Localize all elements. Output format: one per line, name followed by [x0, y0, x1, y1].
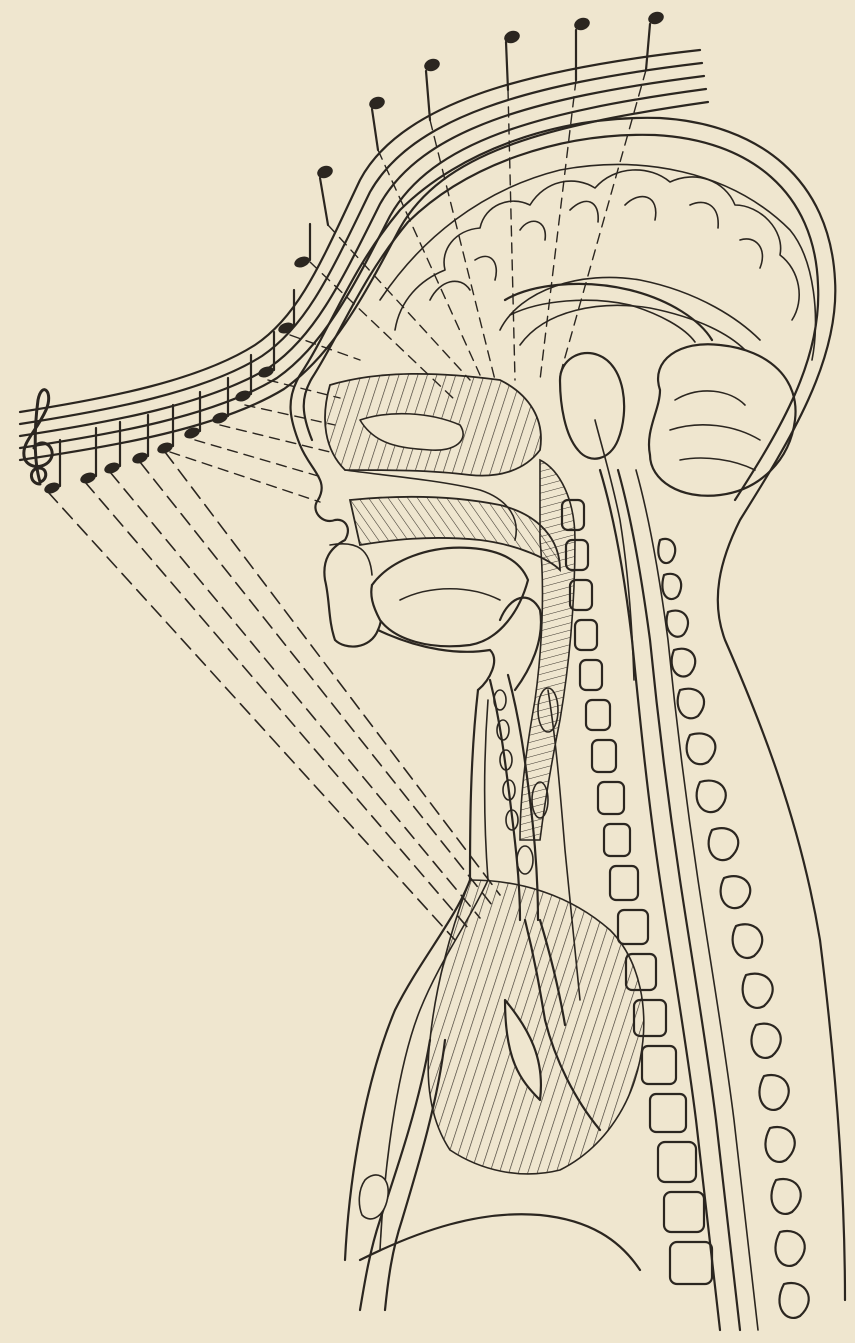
vertebra: [618, 910, 648, 944]
vertebra: [610, 866, 638, 900]
sound-rays-upper: [310, 70, 646, 400]
vertebra: [650, 1094, 686, 1132]
vertebra: [658, 1142, 696, 1182]
vertebra: [598, 782, 624, 814]
treble-clef-icon: [24, 390, 52, 484]
vertebra: [575, 620, 597, 650]
note-16: [572, 16, 591, 80]
note-13: [367, 95, 386, 150]
note-5: [156, 405, 174, 455]
vertebra: [670, 1242, 712, 1284]
vertebra: [664, 1192, 704, 1232]
oral-cavity: [350, 497, 560, 690]
note-9: [257, 332, 275, 379]
note-12: [315, 164, 334, 225]
note-10: [277, 290, 295, 335]
vertebrae: [562, 500, 712, 1284]
spinous-processes: [658, 539, 808, 1318]
note-11: [293, 224, 311, 269]
vertebra: [604, 824, 630, 856]
vertebra: [586, 700, 610, 730]
vertebra: [592, 740, 616, 772]
vertebra: [580, 660, 602, 690]
note-17: [646, 10, 666, 70]
vertebra: [642, 1046, 676, 1084]
thorax: [359, 880, 643, 1310]
note-3: [103, 422, 121, 475]
